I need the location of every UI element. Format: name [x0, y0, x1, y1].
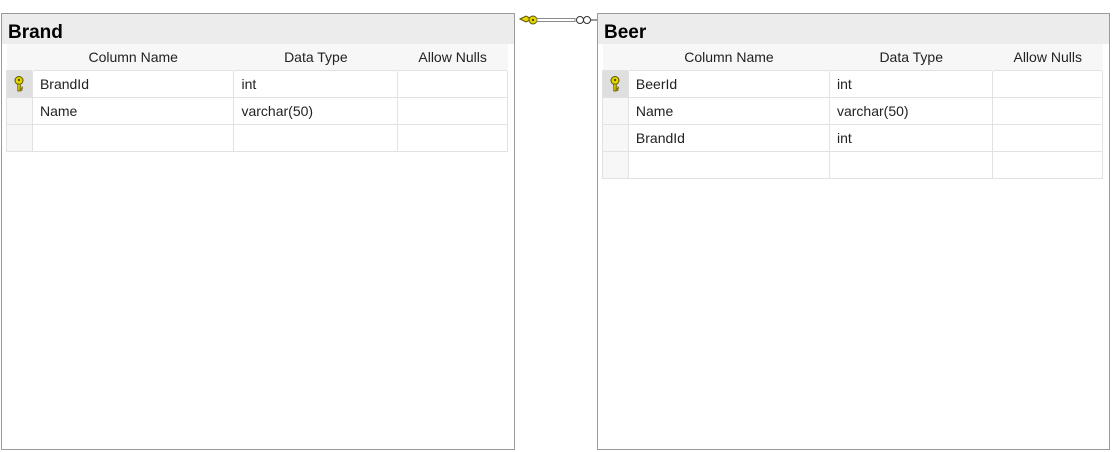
table-row[interactable]: Name varchar(50) [602, 96, 1103, 125]
allow-nulls-cell[interactable] [992, 150, 1103, 179]
brand-table[interactable]: Brand Column Name Data Type Allow Nulls [1, 13, 515, 450]
data-type-cell[interactable]: varchar(50) [233, 96, 399, 125]
data-type-cell[interactable]: varchar(50) [828, 96, 994, 125]
allow-nulls-cell[interactable] [397, 69, 508, 98]
primary-key-icon [609, 76, 621, 92]
data-type-cell[interactable] [233, 123, 399, 152]
brand-table-title[interactable]: Brand [2, 14, 514, 44]
relationship-key-icon [518, 15, 538, 25]
column-name-header: Column Name [32, 44, 235, 70]
column-name-cell[interactable]: Name [31, 96, 235, 125]
data-type-header: Data Type [233, 44, 399, 70]
brand-grid-header: Column Name Data Type Allow Nulls [6, 44, 508, 70]
allow-nulls-cell[interactable] [992, 96, 1103, 125]
row-selector-header [6, 44, 33, 70]
relationship-connector[interactable] [518, 10, 598, 32]
table-row[interactable]: Name varchar(50) [6, 96, 508, 125]
column-name-cell[interactable]: Name [627, 96, 830, 125]
table-row-new[interactable] [602, 150, 1103, 179]
primary-key-icon [13, 76, 25, 92]
row-selector[interactable] [602, 96, 629, 125]
row-selector[interactable] [602, 150, 629, 179]
relationship-infinity-icon [576, 16, 597, 24]
beer-grid-header: Column Name Data Type Allow Nulls [602, 44, 1103, 70]
column-name-cell[interactable]: BrandId [31, 69, 235, 98]
column-name-cell[interactable] [31, 123, 235, 152]
row-selector[interactable] [6, 69, 33, 98]
table-row-new[interactable] [6, 123, 508, 152]
beer-table-title[interactable]: Beer [598, 14, 1109, 44]
data-type-cell[interactable]: int [828, 123, 994, 152]
column-name-cell[interactable]: BrandId [627, 123, 830, 152]
column-name-header: Column Name [628, 44, 830, 70]
table-row[interactable]: BrandId int [6, 69, 508, 98]
data-type-cell[interactable] [828, 150, 994, 179]
beer-columns-grid: Column Name Data Type Allow Nulls [602, 44, 1103, 179]
table-row[interactable]: BrandId int [602, 123, 1103, 152]
data-type-cell[interactable]: int [233, 69, 399, 98]
brand-columns-grid: Column Name Data Type Allow Nulls [6, 44, 508, 152]
column-name-cell[interactable]: BeerId [627, 69, 830, 98]
relationship-line [536, 18, 576, 22]
row-selector[interactable] [602, 69, 629, 98]
row-selector[interactable] [602, 123, 629, 152]
row-selector[interactable] [6, 123, 33, 152]
allow-nulls-cell[interactable] [397, 96, 508, 125]
data-type-header: Data Type [829, 44, 994, 70]
beer-table[interactable]: Beer Column Name Data Type Allow Nulls [597, 13, 1110, 450]
row-selector-header [602, 44, 629, 70]
allow-nulls-cell[interactable] [397, 123, 508, 152]
table-row[interactable]: BeerId int [602, 69, 1103, 98]
allow-nulls-cell[interactable] [992, 123, 1103, 152]
allow-nulls-header: Allow Nulls [397, 44, 508, 70]
data-type-cell[interactable]: int [828, 69, 994, 98]
column-name-cell[interactable] [627, 150, 830, 179]
allow-nulls-cell[interactable] [992, 69, 1103, 98]
row-selector[interactable] [6, 96, 33, 125]
allow-nulls-header: Allow Nulls [992, 44, 1103, 70]
